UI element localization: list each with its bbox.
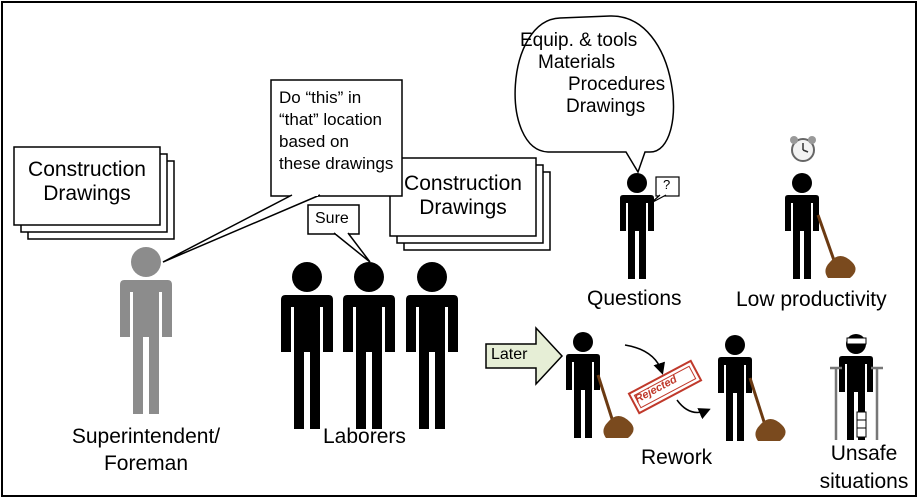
drawings-2-line2: Drawings: [419, 196, 507, 220]
rejected-stamp: [627, 359, 703, 415]
instruction-bubble: [162, 79, 403, 263]
instruction-line1: Do “this” in: [279, 88, 362, 107]
instruction-line2: “that” location: [279, 110, 382, 129]
drawings-1-line2: Drawings: [43, 182, 131, 206]
sure-text: Sure: [315, 210, 349, 227]
rework-arrow-up: [676, 399, 711, 420]
drawings-stack-2: [389, 157, 551, 251]
questions-figure: [620, 173, 654, 279]
question-mark-bubble: [650, 176, 680, 204]
drawings-stack-1: [13, 146, 175, 240]
unsafe-label: Unsafe situations: [812, 440, 916, 496]
crutch-right-icon: [871, 366, 883, 440]
unsafe-line1: Unsafe: [830, 442, 898, 465]
drawings-stack-2-title: Construction Drawings: [390, 172, 536, 220]
laborers-label: Laborers: [323, 425, 406, 448]
questions-line2: Materials: [538, 52, 616, 73]
rework-label: Rework: [641, 446, 713, 469]
questions-line3: Procedures: [568, 74, 666, 95]
alarm-clock-icon: [790, 136, 816, 162]
questions-bubble-text: Equip. & tools Materials Procedures Draw…: [520, 30, 665, 118]
instruction-line3: based on: [279, 132, 349, 151]
question-mark: ?: [663, 177, 671, 192]
crutch-left-icon: [830, 366, 842, 440]
unsafe-line2: situations: [819, 470, 909, 493]
drawings-stack-1-title: Construction Drawings: [14, 158, 160, 206]
rework-figure-2: [718, 335, 786, 441]
superintendent-line2: Foreman: [103, 452, 189, 475]
drawings-2-line1: Construction: [404, 172, 522, 195]
laborer-3: [406, 262, 458, 429]
drawings-1-line1: Construction: [28, 158, 146, 181]
unsafe-figure: [830, 334, 883, 440]
questions-label: Questions: [587, 287, 682, 310]
questions-bubble: [514, 15, 675, 174]
low-productivity-figure: [785, 136, 856, 279]
laborer-2: [343, 262, 395, 429]
rework-figure-1: [566, 332, 634, 438]
low-productivity-label: Low productivity: [736, 288, 887, 311]
superintendent-line1: Superintendent/: [71, 425, 221, 448]
later-arrow: [485, 326, 564, 386]
instruction-line4: these drawings: [279, 154, 394, 173]
rework-arrow-down: [624, 344, 665, 375]
laborer-1: [281, 262, 333, 429]
sure-bubble: [307, 204, 371, 263]
superintendent-figure: [120, 247, 172, 414]
questions-line4: Drawings: [566, 96, 646, 117]
laborers-group: [281, 262, 458, 429]
questions-line1: Equip. & tools: [520, 30, 638, 51]
later-label: Later: [491, 346, 528, 363]
superintendent-label: Superintendent/ Foreman: [58, 423, 234, 477]
instruction-text: Do “this” in “that” location based on th…: [279, 87, 393, 175]
